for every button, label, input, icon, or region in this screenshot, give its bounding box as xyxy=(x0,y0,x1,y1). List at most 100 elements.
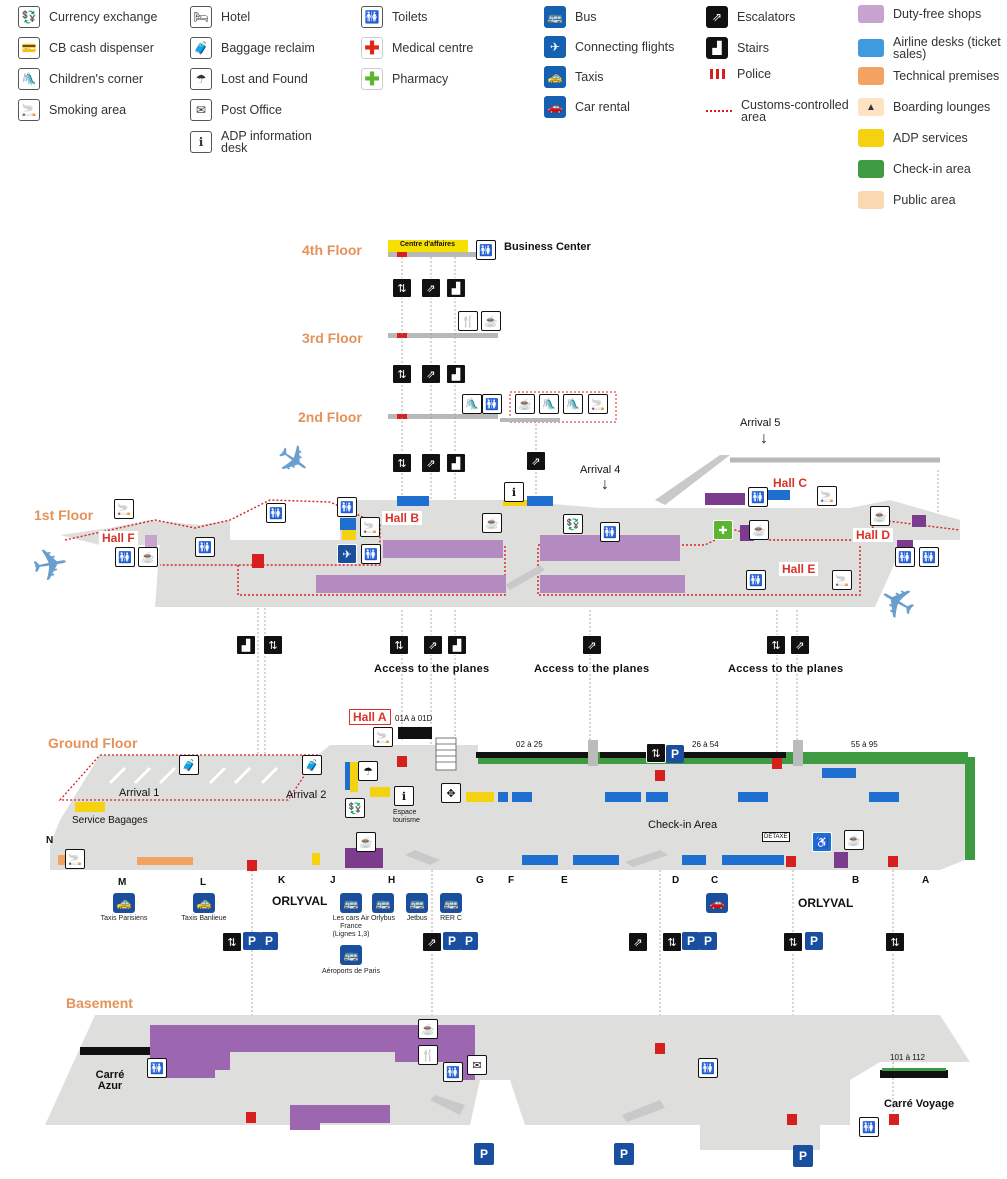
elevator-icon[interactable]: ⇅ xyxy=(766,635,786,655)
escalator-icon[interactable]: ⇗ xyxy=(526,451,546,471)
stairs-icon[interactable]: ▟ xyxy=(447,635,467,655)
cafe-icon: ☕ xyxy=(844,830,864,850)
parking-p-right[interactable]: P xyxy=(805,932,823,950)
orlybus-icon[interactable]: 🚌 xyxy=(372,893,394,913)
parking-p3-basement[interactable]: P xyxy=(614,1143,634,1165)
cafe-icon: ☕ xyxy=(418,1019,438,1039)
legend-label: Hotel xyxy=(221,10,251,24)
parking-p-mid[interactable]: P xyxy=(682,932,700,950)
hall-f[interactable]: Hall F xyxy=(99,531,138,545)
parking-p5-basement[interactable]: P xyxy=(474,1143,494,1165)
legend-label: Lost and Found xyxy=(221,72,308,86)
legend-item: 🚻Toilets xyxy=(361,6,427,28)
floor-label-ground: Ground Floor xyxy=(48,735,138,751)
legend-item: Customs-controlled area xyxy=(706,99,851,123)
toilets-icon: 🚻 xyxy=(476,240,496,260)
parking-p2-left-b[interactable]: P xyxy=(260,932,278,950)
toilets-icon: 🚻 xyxy=(337,497,357,517)
bus-aeroports-icon[interactable]: 🚌 xyxy=(340,945,362,965)
elevator-icon[interactable]: ⇅ xyxy=(222,932,242,952)
stairs-icon[interactable]: ▟ xyxy=(446,453,466,473)
elevator-icon[interactable]: ⇅ xyxy=(783,932,803,952)
jetbus-icon[interactable]: 🚌 xyxy=(406,893,428,913)
connecting-flights-icon: ✈ xyxy=(544,36,566,58)
escalator-icon[interactable]: ⇗ xyxy=(421,278,441,298)
bus-air-france-icon[interactable]: 🚌 xyxy=(340,893,362,913)
arrival1-label: Arrival 1 xyxy=(119,787,160,799)
gates-55-label: 55 à 95 xyxy=(851,740,878,749)
hall-e[interactable]: Hall E xyxy=(779,562,819,576)
escalator-icon[interactable]: ⇗ xyxy=(421,364,441,384)
floor4-slab xyxy=(388,252,496,257)
toilets-icon: 🚻 xyxy=(859,1117,879,1137)
car-rental-icon: 🚗 xyxy=(544,96,566,118)
taxi-banlieue-icon[interactable]: 🚕 xyxy=(193,893,215,913)
baggage-reclaim-icon: 🧳 xyxy=(190,37,212,59)
directions-icon: ✥ xyxy=(441,783,461,803)
elevator-icon[interactable]: ⇅ xyxy=(885,932,905,952)
parking-p2-left[interactable]: P xyxy=(243,932,261,950)
elevator-icon[interactable]: ⇅ xyxy=(392,364,412,384)
toilets-icon: 🚻 xyxy=(746,570,766,590)
elevator-icon[interactable]: ⇅ xyxy=(662,932,682,952)
legend-item: 🚬Smoking area xyxy=(18,99,126,121)
stairs-icon[interactable]: ▟ xyxy=(236,635,256,655)
police-marker xyxy=(397,756,407,767)
parking-p1-ground[interactable]: P xyxy=(666,745,684,763)
parking-p1-basement[interactable]: P xyxy=(793,1145,813,1167)
elevator-icon[interactable]: ⇅ xyxy=(263,635,283,655)
elevator-icon[interactable]: ⇅ xyxy=(646,743,666,763)
toilets-icon: 🚻 xyxy=(443,1062,463,1082)
espace-tourisme-label: Espace tourisme xyxy=(393,809,420,824)
smoking-area-icon: 🚬 xyxy=(588,394,608,414)
stairs-icon[interactable]: ▟ xyxy=(446,278,466,298)
car-rental-icon[interactable]: 🚗 xyxy=(706,893,728,913)
floor2-slab xyxy=(388,414,498,419)
parking-p-mid-b[interactable]: P xyxy=(699,932,717,950)
parking-p-rerc[interactable]: P xyxy=(443,932,461,950)
smoking-area-icon: 🚬 xyxy=(18,99,40,121)
legend-item: 🚌Bus xyxy=(544,6,597,28)
door-h: H xyxy=(388,875,396,886)
gates-02-label: 02 à 25 xyxy=(516,740,543,749)
parking-p-rerc-b[interactable]: P xyxy=(460,932,478,950)
hall-b[interactable]: Hall B xyxy=(382,511,423,525)
ground-floor-slab xyxy=(50,745,965,870)
legend-swatch xyxy=(858,67,884,85)
escalator-icon[interactable]: ⇗ xyxy=(790,635,810,655)
legend-swatch-item: ADP services xyxy=(858,129,968,147)
legend-label: Customs-controlled area xyxy=(741,98,849,124)
orlyval-left-label: ORLYVAL xyxy=(272,894,328,908)
centre-affaires-label: Centre d'affaires xyxy=(400,241,455,248)
stairs-icon[interactable]: ▟ xyxy=(446,364,466,384)
connecting-flights-icon: ✈ xyxy=(337,544,357,564)
legend-item: 🧳Baggage reclaim xyxy=(190,37,315,59)
rer-c-icon[interactable]: 🚌 xyxy=(440,893,462,913)
pharmacy-icon: ✚ xyxy=(713,520,733,540)
escalator-icon[interactable]: ⇗ xyxy=(628,932,648,952)
hall-d[interactable]: Hall D xyxy=(853,528,894,542)
escalator-icon[interactable]: ⇗ xyxy=(582,635,602,655)
police-marker xyxy=(772,758,782,769)
customs-area-icon xyxy=(706,110,732,112)
taxi-parisiens-icon[interactable]: 🚕 xyxy=(113,893,135,913)
bus-icon: 🚌 xyxy=(544,6,566,28)
door-c: C xyxy=(711,875,719,886)
legend-label: Public area xyxy=(893,193,956,207)
escalator-icon[interactable]: ⇗ xyxy=(422,932,442,952)
elevator-icon[interactable]: ⇅ xyxy=(392,278,412,298)
legend-item: ✉Post Office xyxy=(190,99,282,121)
toilets-icon: 🚻 xyxy=(361,6,383,28)
elevator-icon[interactable]: ⇅ xyxy=(392,453,412,473)
hall-a[interactable]: Hall A xyxy=(349,709,391,725)
floor-label-3rd: 3rd Floor xyxy=(302,330,363,346)
escalator-icon[interactable]: ⇗ xyxy=(423,635,443,655)
legend-label: Taxis xyxy=(575,70,604,84)
escalator-icon[interactable]: ⇗ xyxy=(421,453,441,473)
smoking-area-icon: 🚬 xyxy=(114,499,134,519)
toilets-icon: 🚻 xyxy=(115,547,135,567)
elevator-icon[interactable]: ⇅ xyxy=(389,635,409,655)
currency-exchange-icon: 💱 xyxy=(345,798,365,818)
door-e: E xyxy=(561,875,568,886)
hall-c[interactable]: Hall C xyxy=(770,476,811,490)
